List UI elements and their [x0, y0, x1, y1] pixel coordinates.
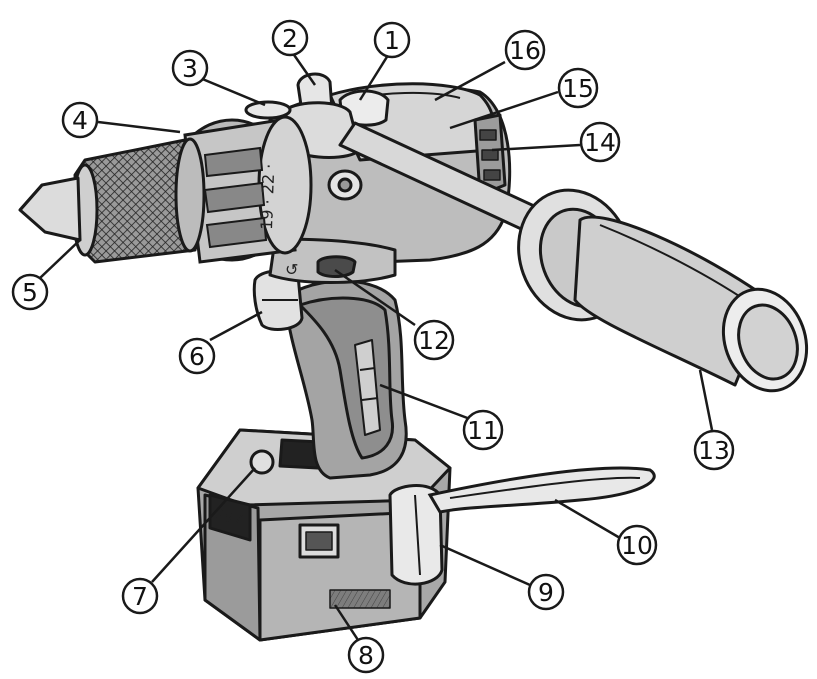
- svg-text:10: 10: [621, 531, 653, 560]
- callouts: 1 2 3 4 5 6 7 8: [11, 19, 735, 674]
- drill-handle: [283, 279, 408, 480]
- callout-14: 14: [579, 121, 621, 163]
- svg-text:3: 3: [182, 54, 198, 83]
- svg-text:13: 13: [698, 436, 730, 465]
- callout-11: 11: [462, 409, 504, 451]
- side-handle: [283, 101, 809, 393]
- callout-1: 1: [373, 21, 411, 59]
- svg-text:1: 1: [384, 26, 400, 55]
- callout-3: 3: [171, 49, 209, 87]
- svg-text:7: 7: [132, 582, 148, 611]
- callout-4: 4: [61, 101, 99, 139]
- svg-text:11: 11: [467, 416, 499, 445]
- battery-label-text: 36V: [213, 506, 244, 529]
- callout-7: 7: [121, 577, 159, 615]
- svg-text:9: 9: [538, 578, 554, 607]
- callout-12: 12: [413, 319, 455, 361]
- lanyard-strap: [427, 466, 656, 514]
- svg-text:↺: ↺: [285, 260, 298, 279]
- callout-9: 9: [527, 573, 565, 611]
- svg-text:14: 14: [584, 128, 616, 157]
- leader-lines: [39, 51, 714, 641]
- svg-text:6: 6: [189, 342, 205, 371]
- battery-pack: 36V: [196, 428, 452, 642]
- callout-16: 16: [504, 29, 546, 71]
- svg-text:15: 15: [562, 74, 594, 103]
- callout-10: 10: [616, 524, 658, 566]
- svg-text:8: 8: [358, 641, 374, 670]
- callout-15: 15: [557, 67, 599, 109]
- svg-text:4: 4: [72, 106, 88, 135]
- svg-text:5: 5: [22, 278, 38, 307]
- callout-8: 8: [347, 636, 385, 674]
- keyless-chuck: [18, 137, 206, 264]
- svg-text:16: 16: [509, 36, 541, 65]
- callout-6: 6: [178, 337, 216, 375]
- clutch-ring-text: 19 · 22 ·: [257, 163, 278, 230]
- callout-2: 2: [271, 19, 309, 57]
- callout-13: 13: [693, 429, 735, 471]
- callout-5: 5: [11, 273, 49, 311]
- svg-text:2: 2: [282, 24, 298, 53]
- mode-ring: [244, 100, 292, 120]
- svg-text:12: 12: [418, 326, 450, 355]
- battery-release-button: [249, 449, 275, 475]
